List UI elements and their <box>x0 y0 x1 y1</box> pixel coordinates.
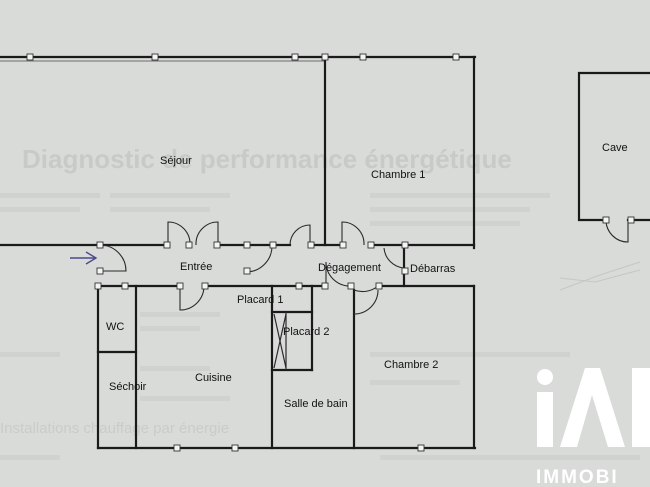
faded-background-document: Diagnostic de performance énergétique In… <box>0 144 641 460</box>
room-label-sechoir: Séchoir <box>109 381 147 393</box>
entrance-arrow <box>70 251 98 265</box>
faded-heading: Diagnostic de performance énergétique <box>22 144 512 174</box>
wall-nodes <box>26 53 460 452</box>
room-label-salle-de-bain: Salle de bain <box>284 398 348 410</box>
room-label-cave: Cave <box>602 142 628 154</box>
cave-outline <box>577 71 650 243</box>
room-label-degagement: Dégagement <box>318 262 381 274</box>
room-label-sejour: Séjour <box>160 155 192 167</box>
door-swings <box>99 221 405 315</box>
interior-walls <box>96 55 476 450</box>
room-label-placard-2: Placard 2 <box>283 326 329 338</box>
room-label-chambre-2: Chambre 2 <box>384 359 438 371</box>
room-labels: Séjour Chambre 1 Entrée Dégagement Débar… <box>106 142 628 410</box>
outer-walls <box>0 55 477 450</box>
room-label-chambre-1: Chambre 1 <box>371 169 425 181</box>
room-label-placard-1: Placard 1 <box>237 294 283 306</box>
faded-text-lines <box>0 193 640 460</box>
room-label-cuisine: Cuisine <box>195 372 232 384</box>
room-label-debarras: Débarras <box>410 263 456 275</box>
iad-logo-letters <box>537 368 650 447</box>
room-label-wc: WC <box>106 321 124 333</box>
faded-footer: Installations chauffage par énergie <box>0 420 229 437</box>
room-label-entree: Entrée <box>180 261 212 273</box>
placard-hatch <box>273 313 287 369</box>
iad-logo: IMMOBI <box>536 368 650 487</box>
iad-logo-text: IMMOBI <box>536 467 619 487</box>
